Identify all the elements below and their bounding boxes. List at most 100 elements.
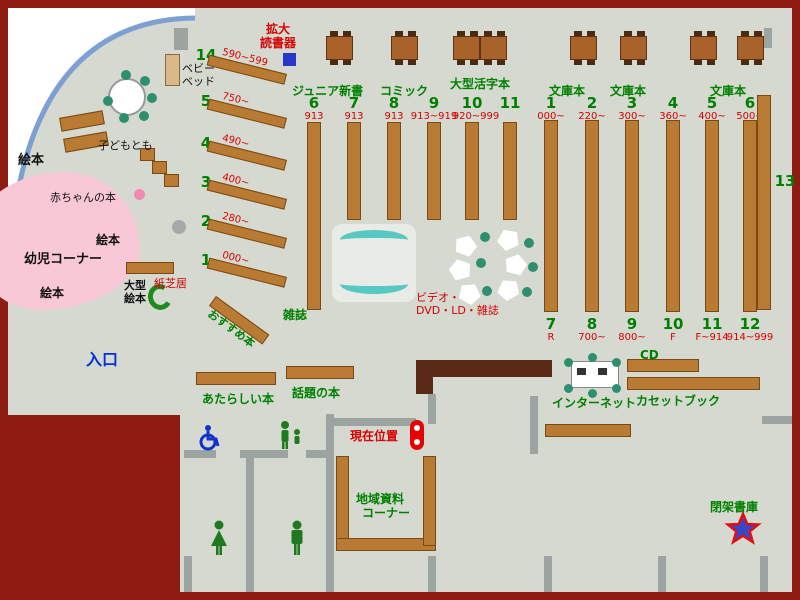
shelf-range: 913~919	[410, 111, 458, 122]
shelf-range: R	[547, 332, 555, 343]
chair-dot	[139, 111, 149, 121]
chair-dot	[121, 70, 131, 80]
cassette-shelf	[627, 377, 760, 390]
closed-stacks-label: 閉架書庫	[710, 500, 759, 514]
large-ehon-label2: 絵本	[124, 292, 146, 305]
chair-dot	[612, 384, 621, 393]
shelf-range: 920~999	[452, 111, 500, 122]
current-location-label: 現在位置	[350, 429, 399, 443]
internet-label: インターネット	[552, 396, 637, 410]
video-label: ビデオ・ DVD・LD・雑誌	[416, 291, 499, 317]
shelf-number: 4	[667, 94, 679, 112]
cd-shelf	[627, 359, 699, 372]
reading-table	[480, 31, 507, 60]
section-bunko: 文庫本	[549, 84, 586, 98]
cassette-label: カセットブック	[636, 394, 721, 408]
shelf-number: 9	[626, 315, 638, 333]
topic-books-shelf	[286, 366, 354, 379]
wall	[184, 556, 192, 592]
reading-table	[690, 31, 717, 60]
video-line1: ビデオ・	[416, 291, 460, 304]
chair-dot	[524, 238, 534, 248]
chair-dot	[528, 262, 538, 272]
bookshelf	[585, 120, 599, 312]
chair-dot	[564, 384, 573, 393]
shelf-range: 800~	[618, 332, 646, 343]
wall	[760, 556, 768, 592]
wall	[762, 416, 792, 424]
shelf-number: 9	[428, 94, 440, 112]
baby-books-label: 赤ちゃんの本	[50, 191, 116, 204]
shelf-number: 10	[461, 94, 483, 112]
bookshelf	[465, 122, 479, 220]
magnifier-line1: 拡大	[265, 22, 290, 36]
chair-dot	[588, 389, 597, 398]
reading-table	[453, 31, 480, 60]
shelf-number: 7	[545, 315, 557, 333]
shelf-number: 7	[348, 94, 360, 112]
stool	[134, 189, 145, 200]
shelf-number: 12	[739, 315, 761, 333]
toddler-area	[0, 172, 140, 310]
shelf-number: 8	[586, 315, 598, 333]
wall	[326, 414, 334, 568]
shelf-number: 4	[200, 134, 212, 152]
shelf-range: 500~	[736, 111, 764, 122]
shelf-range: 913	[384, 111, 404, 122]
toddler-corner-label: 幼児コーナー	[24, 252, 103, 267]
shelf-range: 913	[344, 111, 364, 122]
shelf-number: 1	[545, 94, 557, 112]
chair-dot	[103, 96, 113, 106]
wall	[174, 28, 188, 50]
wall	[764, 28, 772, 48]
wall	[246, 450, 254, 568]
media-shelf	[545, 424, 631, 437]
shelf-range: 000~	[537, 111, 565, 122]
ehon-label: 絵本	[18, 153, 45, 168]
bookshelf	[705, 120, 719, 312]
cd-label: CD	[640, 348, 659, 362]
round-table	[108, 78, 146, 116]
wall	[530, 396, 538, 454]
local-shelf	[336, 456, 349, 546]
closed-stacks-star-icon	[724, 510, 762, 545]
shelf-number: 10	[662, 315, 684, 333]
wall	[184, 450, 216, 458]
magazines-label: 雑誌	[283, 308, 308, 322]
exterior-block	[8, 415, 180, 592]
shelf-number: 1	[200, 251, 212, 269]
video-line2: DVD・LD・雑誌	[416, 304, 499, 317]
bookshelf	[743, 120, 757, 312]
section-large-print: 大型活字本	[450, 77, 511, 91]
bookshelf	[666, 120, 680, 312]
shelf-range: 400~	[698, 111, 726, 122]
shelf-number: 3	[200, 173, 212, 191]
bookshelf	[427, 122, 441, 220]
current-location-marker	[410, 420, 424, 450]
kamishibai-shelf	[126, 262, 174, 274]
shelf-range: 700~	[578, 332, 606, 343]
baby-bed-label2: ベッド	[182, 75, 215, 88]
topic-books-label: 話題の本	[292, 386, 341, 400]
man-icon	[291, 520, 303, 555]
local-shelf	[336, 538, 436, 551]
chair-dot	[482, 286, 492, 296]
new-books-label: あたらしい本	[202, 392, 275, 406]
baby-bed	[165, 54, 180, 86]
shelf-number-13: 13	[774, 172, 796, 190]
pc-icon	[577, 368, 586, 375]
bookshelf	[347, 122, 361, 220]
wall	[306, 450, 334, 458]
section-comic: コミック	[380, 84, 429, 98]
chair-dot	[147, 93, 157, 103]
ehon-label: 絵本	[96, 233, 121, 247]
wall	[544, 556, 552, 592]
magnifier-label: 拡大 読書器	[248, 22, 308, 50]
woman-icon	[211, 520, 227, 555]
wall	[334, 418, 416, 426]
kids-step	[152, 161, 167, 174]
bookshelf	[544, 120, 558, 312]
shelf-range: 300~	[618, 111, 646, 122]
shelf-range: 220~	[578, 111, 606, 122]
